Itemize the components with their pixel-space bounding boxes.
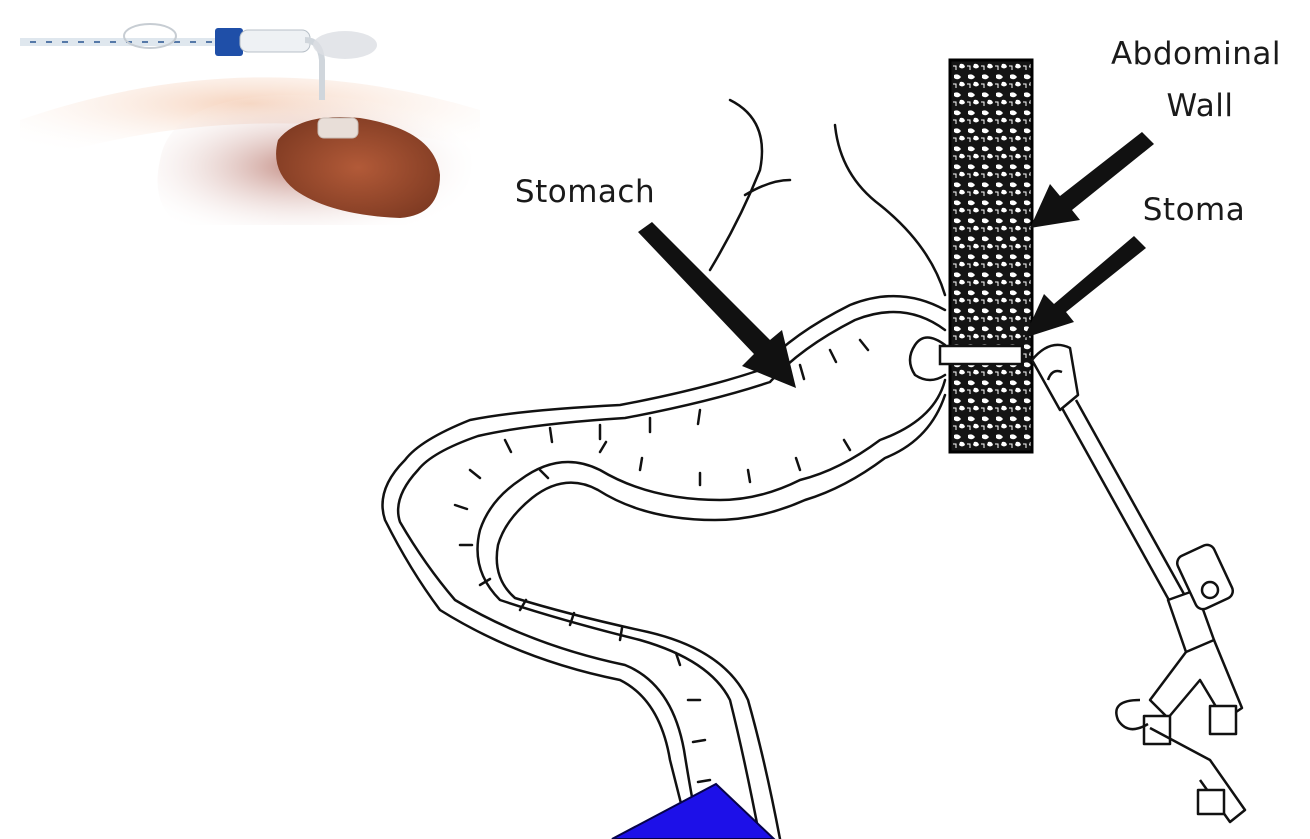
inset-illustration	[20, 24, 480, 225]
label-stoma: Stoma	[1124, 190, 1264, 230]
abdominal-wall	[950, 60, 1032, 452]
stoma-tube	[940, 346, 1022, 364]
label-abdominal: Abdominal	[1096, 34, 1296, 74]
gastrostomy-device	[1032, 345, 1245, 822]
label-wall: Wall	[1130, 86, 1270, 126]
label-stomach: Stomach	[490, 172, 680, 212]
